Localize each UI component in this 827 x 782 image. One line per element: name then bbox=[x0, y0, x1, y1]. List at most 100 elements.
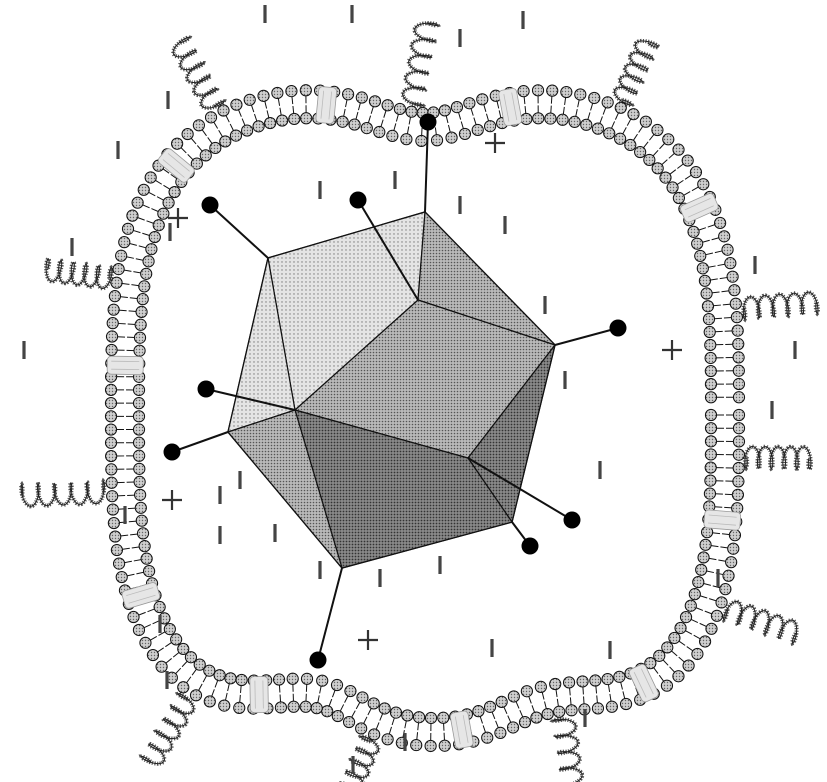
lipid-tail bbox=[280, 108, 281, 116]
lipid-tail bbox=[136, 572, 144, 574]
minus-bar bbox=[378, 569, 381, 587]
lipid-head bbox=[107, 504, 118, 515]
lipid-tail bbox=[392, 717, 394, 725]
lipid-head bbox=[464, 98, 475, 109]
lipid-head bbox=[133, 424, 144, 435]
lipid-tail bbox=[120, 535, 128, 536]
lipid-head bbox=[105, 437, 116, 448]
lipid-tail bbox=[712, 533, 720, 534]
lipid-tail bbox=[278, 98, 279, 106]
lipid-head bbox=[661, 680, 672, 691]
lipid-head bbox=[300, 85, 311, 96]
minus-bar bbox=[218, 486, 221, 504]
lipid-tail bbox=[722, 534, 730, 535]
lipid-head bbox=[451, 102, 462, 113]
lipid-head bbox=[361, 122, 372, 133]
lipid-head bbox=[722, 244, 733, 255]
lipid-head bbox=[614, 671, 625, 682]
lipid-tail bbox=[718, 560, 726, 561]
lipid-tail bbox=[344, 109, 346, 117]
lipid-head bbox=[153, 220, 164, 231]
lipid-tail bbox=[241, 685, 242, 693]
lipid-head bbox=[628, 109, 639, 120]
lipid-head bbox=[705, 392, 716, 403]
lipid-head bbox=[577, 676, 588, 687]
lipid-tail bbox=[417, 732, 418, 740]
lipid-tail bbox=[139, 246, 147, 248]
lipid-tail bbox=[496, 721, 499, 728]
spike-tip bbox=[420, 114, 437, 131]
lipid-head bbox=[382, 100, 393, 111]
lipid-head bbox=[230, 130, 241, 141]
minus-bar bbox=[438, 556, 441, 574]
lipid-head bbox=[705, 436, 716, 447]
lipid-head bbox=[662, 642, 673, 653]
lipid-tail bbox=[136, 259, 144, 261]
lipid-head bbox=[345, 685, 356, 696]
lipid-tail bbox=[653, 667, 658, 673]
lipid-tail bbox=[458, 112, 460, 120]
lipid-tail bbox=[265, 101, 267, 109]
lipid-tail bbox=[435, 127, 436, 135]
lipid-head bbox=[133, 398, 144, 409]
lipid-head bbox=[137, 528, 148, 539]
lipid-tail bbox=[280, 694, 281, 702]
lipid-head bbox=[733, 476, 744, 487]
lipid-head bbox=[519, 717, 530, 728]
spike-stalk bbox=[210, 205, 268, 258]
lipid-head bbox=[286, 85, 297, 96]
minus-bar bbox=[123, 506, 126, 524]
lipid-head bbox=[402, 710, 413, 721]
lipid-head bbox=[698, 552, 709, 563]
lipid-tail bbox=[418, 722, 419, 730]
lipid-head bbox=[690, 167, 701, 178]
lipid-tail bbox=[508, 716, 511, 723]
channel-body bbox=[250, 676, 269, 712]
lipid-tail bbox=[129, 243, 137, 245]
lipid-head bbox=[300, 701, 311, 712]
lipid-tail bbox=[520, 710, 523, 717]
lipid-head bbox=[244, 94, 255, 105]
lipid-tail bbox=[710, 279, 718, 280]
minus-bar bbox=[350, 5, 353, 23]
lipid-head bbox=[140, 637, 151, 648]
lipid-tail bbox=[551, 106, 552, 114]
membrane-channel bbox=[679, 192, 719, 223]
lipid-tail bbox=[557, 699, 558, 707]
lipid-head bbox=[133, 437, 144, 448]
lipid-head bbox=[154, 601, 165, 612]
lipid-head bbox=[697, 263, 708, 274]
lipid-head bbox=[688, 226, 699, 237]
lipid-head bbox=[133, 624, 144, 635]
lipid-head bbox=[106, 331, 117, 342]
lipid-head bbox=[484, 121, 495, 132]
lipid-tail bbox=[484, 104, 486, 112]
lipid-head bbox=[652, 163, 663, 174]
lipid-tail bbox=[292, 96, 293, 104]
lipid-tail bbox=[122, 548, 130, 549]
lipid-tail bbox=[471, 108, 473, 116]
lipid-head bbox=[575, 89, 586, 100]
lipid-tail bbox=[120, 297, 128, 298]
lipid-tail bbox=[151, 209, 158, 212]
lipid-tail bbox=[358, 102, 360, 110]
lipid-head bbox=[241, 125, 252, 136]
lipid-head bbox=[135, 319, 146, 330]
lipid-head bbox=[272, 87, 283, 98]
lipid-head bbox=[205, 112, 216, 123]
lipid-tail bbox=[279, 685, 280, 693]
lipid-tail bbox=[198, 684, 202, 691]
lipid-head bbox=[113, 264, 124, 275]
lipid-tail bbox=[371, 106, 373, 114]
lipid-tail bbox=[706, 571, 714, 573]
minus-bar bbox=[753, 256, 756, 274]
lipid-tail bbox=[702, 240, 710, 242]
lipid-tail bbox=[293, 106, 294, 114]
lipid-head bbox=[692, 238, 703, 249]
lipid-head bbox=[673, 671, 684, 682]
minus-bar bbox=[521, 11, 524, 29]
lipid-tail bbox=[181, 147, 187, 153]
lipid-head bbox=[625, 139, 636, 150]
lipid-head bbox=[535, 681, 546, 692]
lipid-head bbox=[496, 696, 507, 707]
